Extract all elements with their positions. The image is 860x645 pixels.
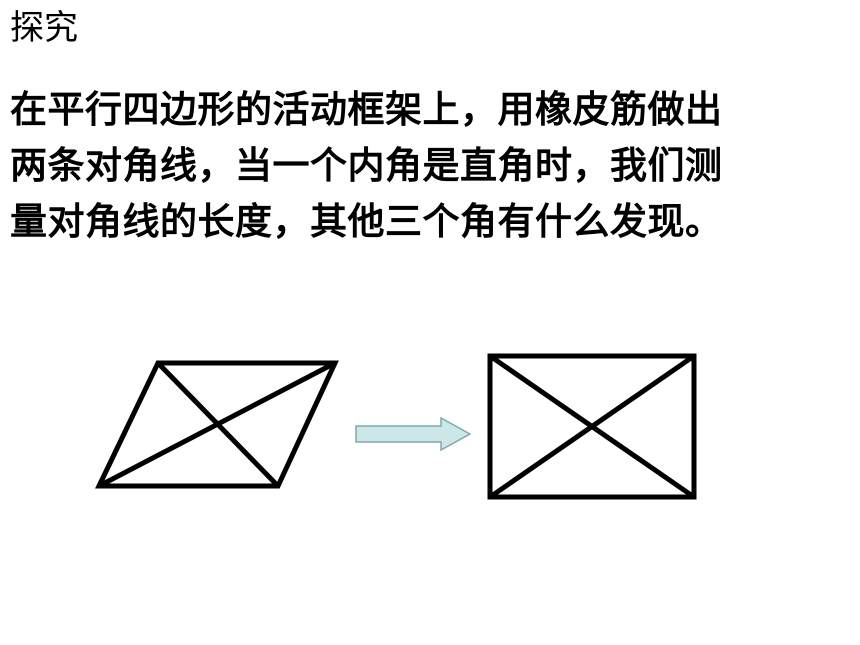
body-line-3: 量对角线的长度，其他三个角有什么发现。 — [10, 200, 723, 243]
body-line-1: 在平行四边形的活动框架上，用橡皮筋做出 — [10, 88, 723, 131]
rectangle-figure — [487, 353, 697, 500]
body-text: 在平行四边形的活动框架上，用橡皮筋做出 两条对角线，当一个内角是直角时，我们测 … — [10, 82, 850, 250]
rectangle — [487, 353, 697, 500]
right-arrow-icon — [355, 416, 472, 452]
parallelogram-diagonal-2 — [97, 360, 337, 489]
slide-title: 探究 — [10, 8, 78, 48]
parallelogram-figure — [95, 360, 339, 489]
rectangle-diagonal-2 — [488, 353, 696, 500]
body-line-2: 两条对角线，当一个内角是直角时，我们测 — [10, 144, 723, 187]
